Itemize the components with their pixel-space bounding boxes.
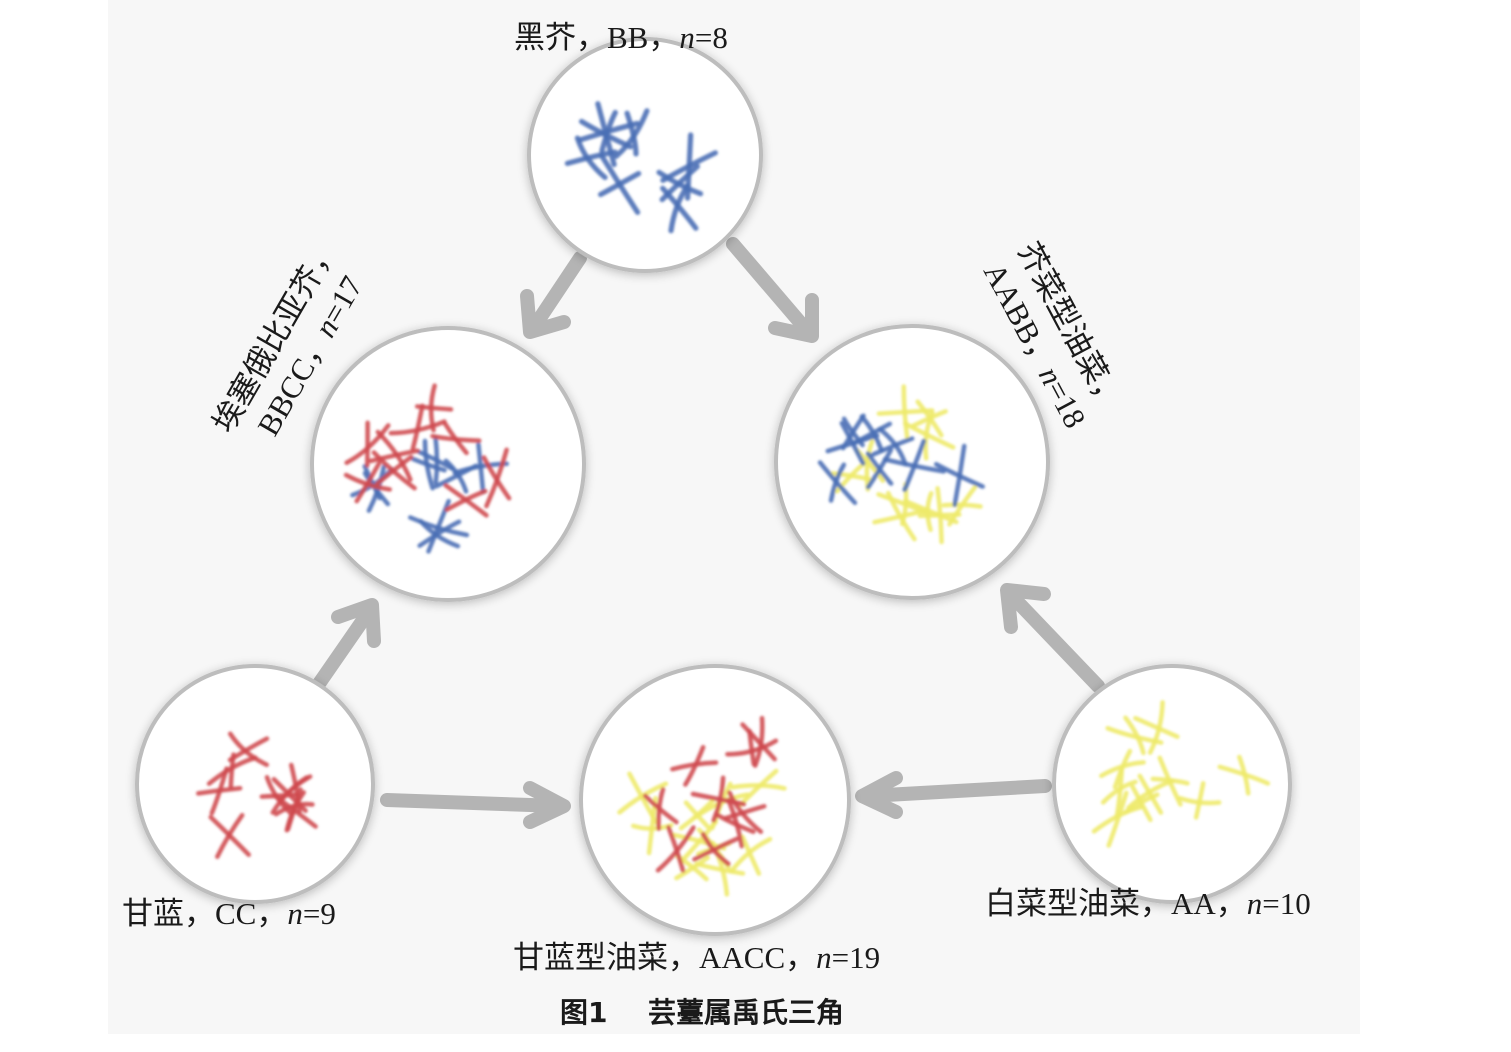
chromosome-mark	[196, 766, 243, 816]
chromosome-mark	[577, 109, 640, 154]
chromosome-mark	[911, 399, 948, 438]
chromosome-mark	[344, 420, 391, 468]
arrow-bb-to-bbcc	[520, 251, 587, 339]
chromosome-mark	[617, 771, 669, 825]
label-bb: 黑芥，BB，n=8	[514, 20, 728, 55]
chromosome-mark	[481, 447, 512, 509]
chromosome-mark	[613, 108, 650, 159]
cell-bb	[527, 37, 763, 273]
chromosome-mark	[343, 461, 392, 504]
chromosome-mark	[273, 787, 315, 832]
arrow-cc-to-bbcc	[309, 598, 381, 695]
chromosome-mark	[643, 787, 679, 831]
chromosome-mark	[227, 731, 270, 768]
chromosome-mark	[941, 485, 983, 527]
chromosome-mark	[670, 744, 719, 787]
figure-caption-number: 图1	[560, 996, 607, 1029]
chromosome-mark	[872, 490, 931, 542]
chromosome-mark	[655, 825, 696, 873]
chromosomes-aa	[1091, 700, 1271, 848]
chromosome-mark	[433, 458, 479, 494]
chromosomes-cc	[196, 731, 318, 859]
chromosome-mark	[371, 450, 417, 491]
chromosome-mark	[692, 831, 740, 867]
chromosome-mark	[1177, 781, 1222, 820]
chromosome-mark	[430, 421, 482, 456]
label-aa: 白菜型油菜，AA，n=10	[985, 886, 1311, 921]
chromosome-mark	[714, 798, 756, 849]
chromosome-mark	[740, 715, 777, 768]
chromosome-mark	[408, 498, 470, 554]
chromosomes-bbcc	[343, 383, 512, 554]
chromosome-mark	[1099, 748, 1146, 790]
chromosome-mark	[410, 438, 447, 491]
chromosome-mark	[730, 768, 787, 807]
arrow-aa-to-aacc	[855, 771, 1052, 819]
chromosome-mark	[1105, 715, 1164, 756]
chromosome-mark	[882, 438, 946, 493]
chromosome-mark	[443, 483, 489, 518]
chromosome-mark	[723, 790, 767, 834]
chromosome-mark	[729, 834, 773, 876]
chromosome-mark	[656, 163, 704, 203]
arrow-cc-to-aacc	[380, 781, 571, 829]
chromosome-mark	[598, 153, 642, 215]
chromosome-mark	[690, 775, 747, 823]
chromosome-mark	[1126, 773, 1175, 815]
chromosome-mark	[817, 460, 858, 506]
figure-caption-title: 芸薹属禹氏三角	[648, 996, 844, 1029]
label-aacc: 甘蓝型油菜，AACC，n=19	[513, 940, 880, 975]
chromosomes-bb	[564, 101, 718, 234]
chromosomes-aabb	[817, 384, 985, 545]
chromosome-mark	[660, 183, 699, 234]
chromosome-mark	[1123, 784, 1160, 823]
arrow-aa-to-aabb	[1000, 583, 1105, 693]
chromosome-mark	[840, 413, 866, 451]
chromosome-mark	[876, 384, 935, 440]
chromosome-mark	[933, 443, 985, 507]
chromosome-mark	[417, 519, 462, 549]
cell-aabb	[774, 324, 1050, 600]
cell-cc	[135, 664, 375, 904]
chromosome-mark	[1217, 754, 1271, 796]
chromosome-mark	[870, 426, 915, 467]
chromosome-mark	[865, 447, 894, 490]
label-cc: 甘蓝，CC，n=9	[122, 896, 336, 931]
chromosome-mark	[388, 403, 447, 452]
chromosome-mark	[1133, 700, 1180, 755]
chromosome-mark	[660, 132, 718, 201]
chromosome-mark	[208, 812, 251, 859]
chromosomes-aacc	[617, 715, 787, 897]
arrow-bb-to-aabb	[726, 237, 819, 343]
